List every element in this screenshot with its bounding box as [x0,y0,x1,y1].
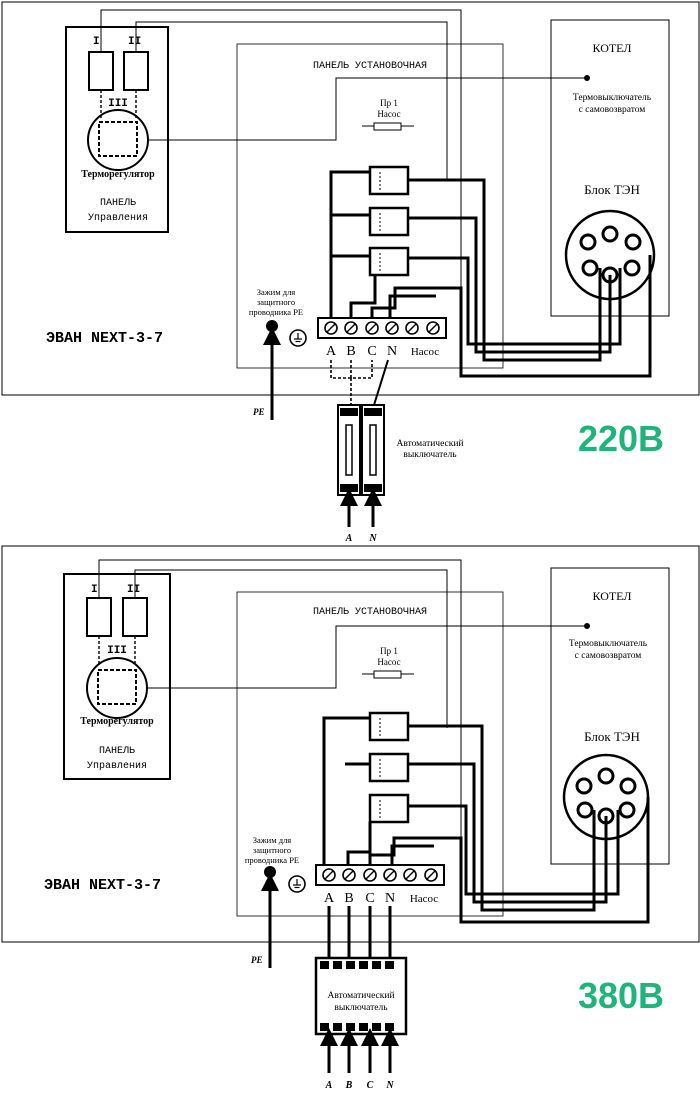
pe-clamp-label-1: Зажим для [253,835,292,845]
control-panel-label-1: ПАНЕЛЬ [99,746,135,757]
thermo-switch-label-2: с самовозвратом [575,651,642,661]
pe-clamp-label-2: защитного [253,845,291,855]
thermostat-dial [86,657,148,719]
contactor-1 [368,711,410,742]
breaker-pole-1 [337,404,361,496]
pe-clamp-label-1: Зажим для [257,287,296,297]
pe-clamp-label-3: проводника PE [249,307,303,317]
breaker-label-1: Автоматический [327,990,394,1001]
fuse-label-1: Пр 1 [380,98,398,108]
boiler-label: КОТЕЛ [592,41,631,55]
heater-block-label: Блок ТЭН [584,182,640,197]
terminal-pump-label: Насос [411,346,439,358]
thermostat-label: Терморегулятор [81,169,155,180]
input-a-label: A [325,1080,333,1091]
contactor-1 [368,165,410,196]
control-panel-label-2: Управления [88,213,148,224]
relay-ii [123,51,149,91]
thermostat-label: Терморегулятор [80,716,154,727]
pe-clamp-label-2: защитного [257,297,295,307]
pe-clamp-dot [264,866,276,878]
fuse-label-2: Насос [377,657,400,667]
roman-2-label: II [128,36,141,48]
contactor-2 [368,752,410,783]
contactor-2 [368,206,410,237]
roman-1-label: I [91,584,98,596]
input-n-label: N [368,533,377,544]
terminal-c: C [367,344,376,359]
heater-block-label: Блок ТЭН [584,729,640,744]
terminal-b: B [346,344,355,359]
roman-3-label: III [107,645,127,657]
roman-3-label: III [108,98,128,110]
input-b-label: B [345,1080,353,1091]
input-a-label: A [345,533,353,544]
pe-label: PE [253,407,265,417]
breaker-label-2: выключатель [334,1003,388,1013]
breaker-label-1: Автоматический [396,438,463,449]
terminal-a: A [324,891,335,906]
boiler-label: КОТЕЛ [592,589,631,603]
terminal-n: N [387,344,397,359]
thermo-switch-label-1: Термовыключатель [569,639,648,649]
terminal-a: A [326,344,337,359]
installation-panel-title: ПАНЕЛЬ УСТАНОВОЧНАЯ [313,607,427,618]
terminal-pump-label: Насос [410,893,438,905]
diagram-220v: ПАНЕЛЬ УСТАНОВОЧНАЯ I II III Терморегуля… [1,1,700,544]
model-name: ЭВАН NEXT-3-7 [46,330,163,347]
relay-i [86,597,112,637]
model-name: ЭВАН NEXT-3-7 [44,877,161,894]
voltage-label: 220В [578,418,664,459]
fuse [373,670,402,679]
fuse [373,122,402,131]
pe-label: PE [251,955,263,965]
fuse-label-1: Пр 1 [380,646,398,656]
roman-1-label: I [93,36,100,48]
breaker-pole-2 [361,404,385,496]
voltage-label: 380В [578,975,664,1016]
control-panel-box [65,26,169,233]
thermo-switch-label-2: с самовозвратом [579,105,646,115]
control-panel-label-2: Управления [87,761,147,772]
terminal-c: C [365,891,374,906]
installation-panel-frame [236,43,504,369]
relay-ii [122,597,148,637]
diagram-380v: ПАНЕЛЬ УСТАНОВОЧНАЯ I II III Терморегуля… [1,545,700,1091]
contactor-3 [368,793,410,824]
contactor-3 [368,246,410,277]
breaker-box [314,956,408,1036]
input-n-label: N [385,1080,394,1091]
thermo-switch-label-1: Термовыключатель [573,93,652,103]
pe-clamp-dot [266,320,278,332]
boiler-box [550,567,670,865]
thermostat-dial [87,109,149,171]
installation-panel-title: ПАНЕЛЬ УСТАНОВОЧНАЯ [313,61,427,72]
relay-i [88,51,114,91]
control-panel-label-1: ПАНЕЛЬ [100,198,136,209]
terminal-b: B [344,891,353,906]
input-c-label: C [367,1080,374,1091]
fuse-label-2: Насос [377,109,400,119]
pe-clamp-label-3: проводника PE [245,855,299,865]
breaker-label-2: выключатель [403,450,457,460]
control-panel-box [63,573,171,780]
roman-2-label: II [127,584,140,596]
terminal-n: N [385,891,395,906]
